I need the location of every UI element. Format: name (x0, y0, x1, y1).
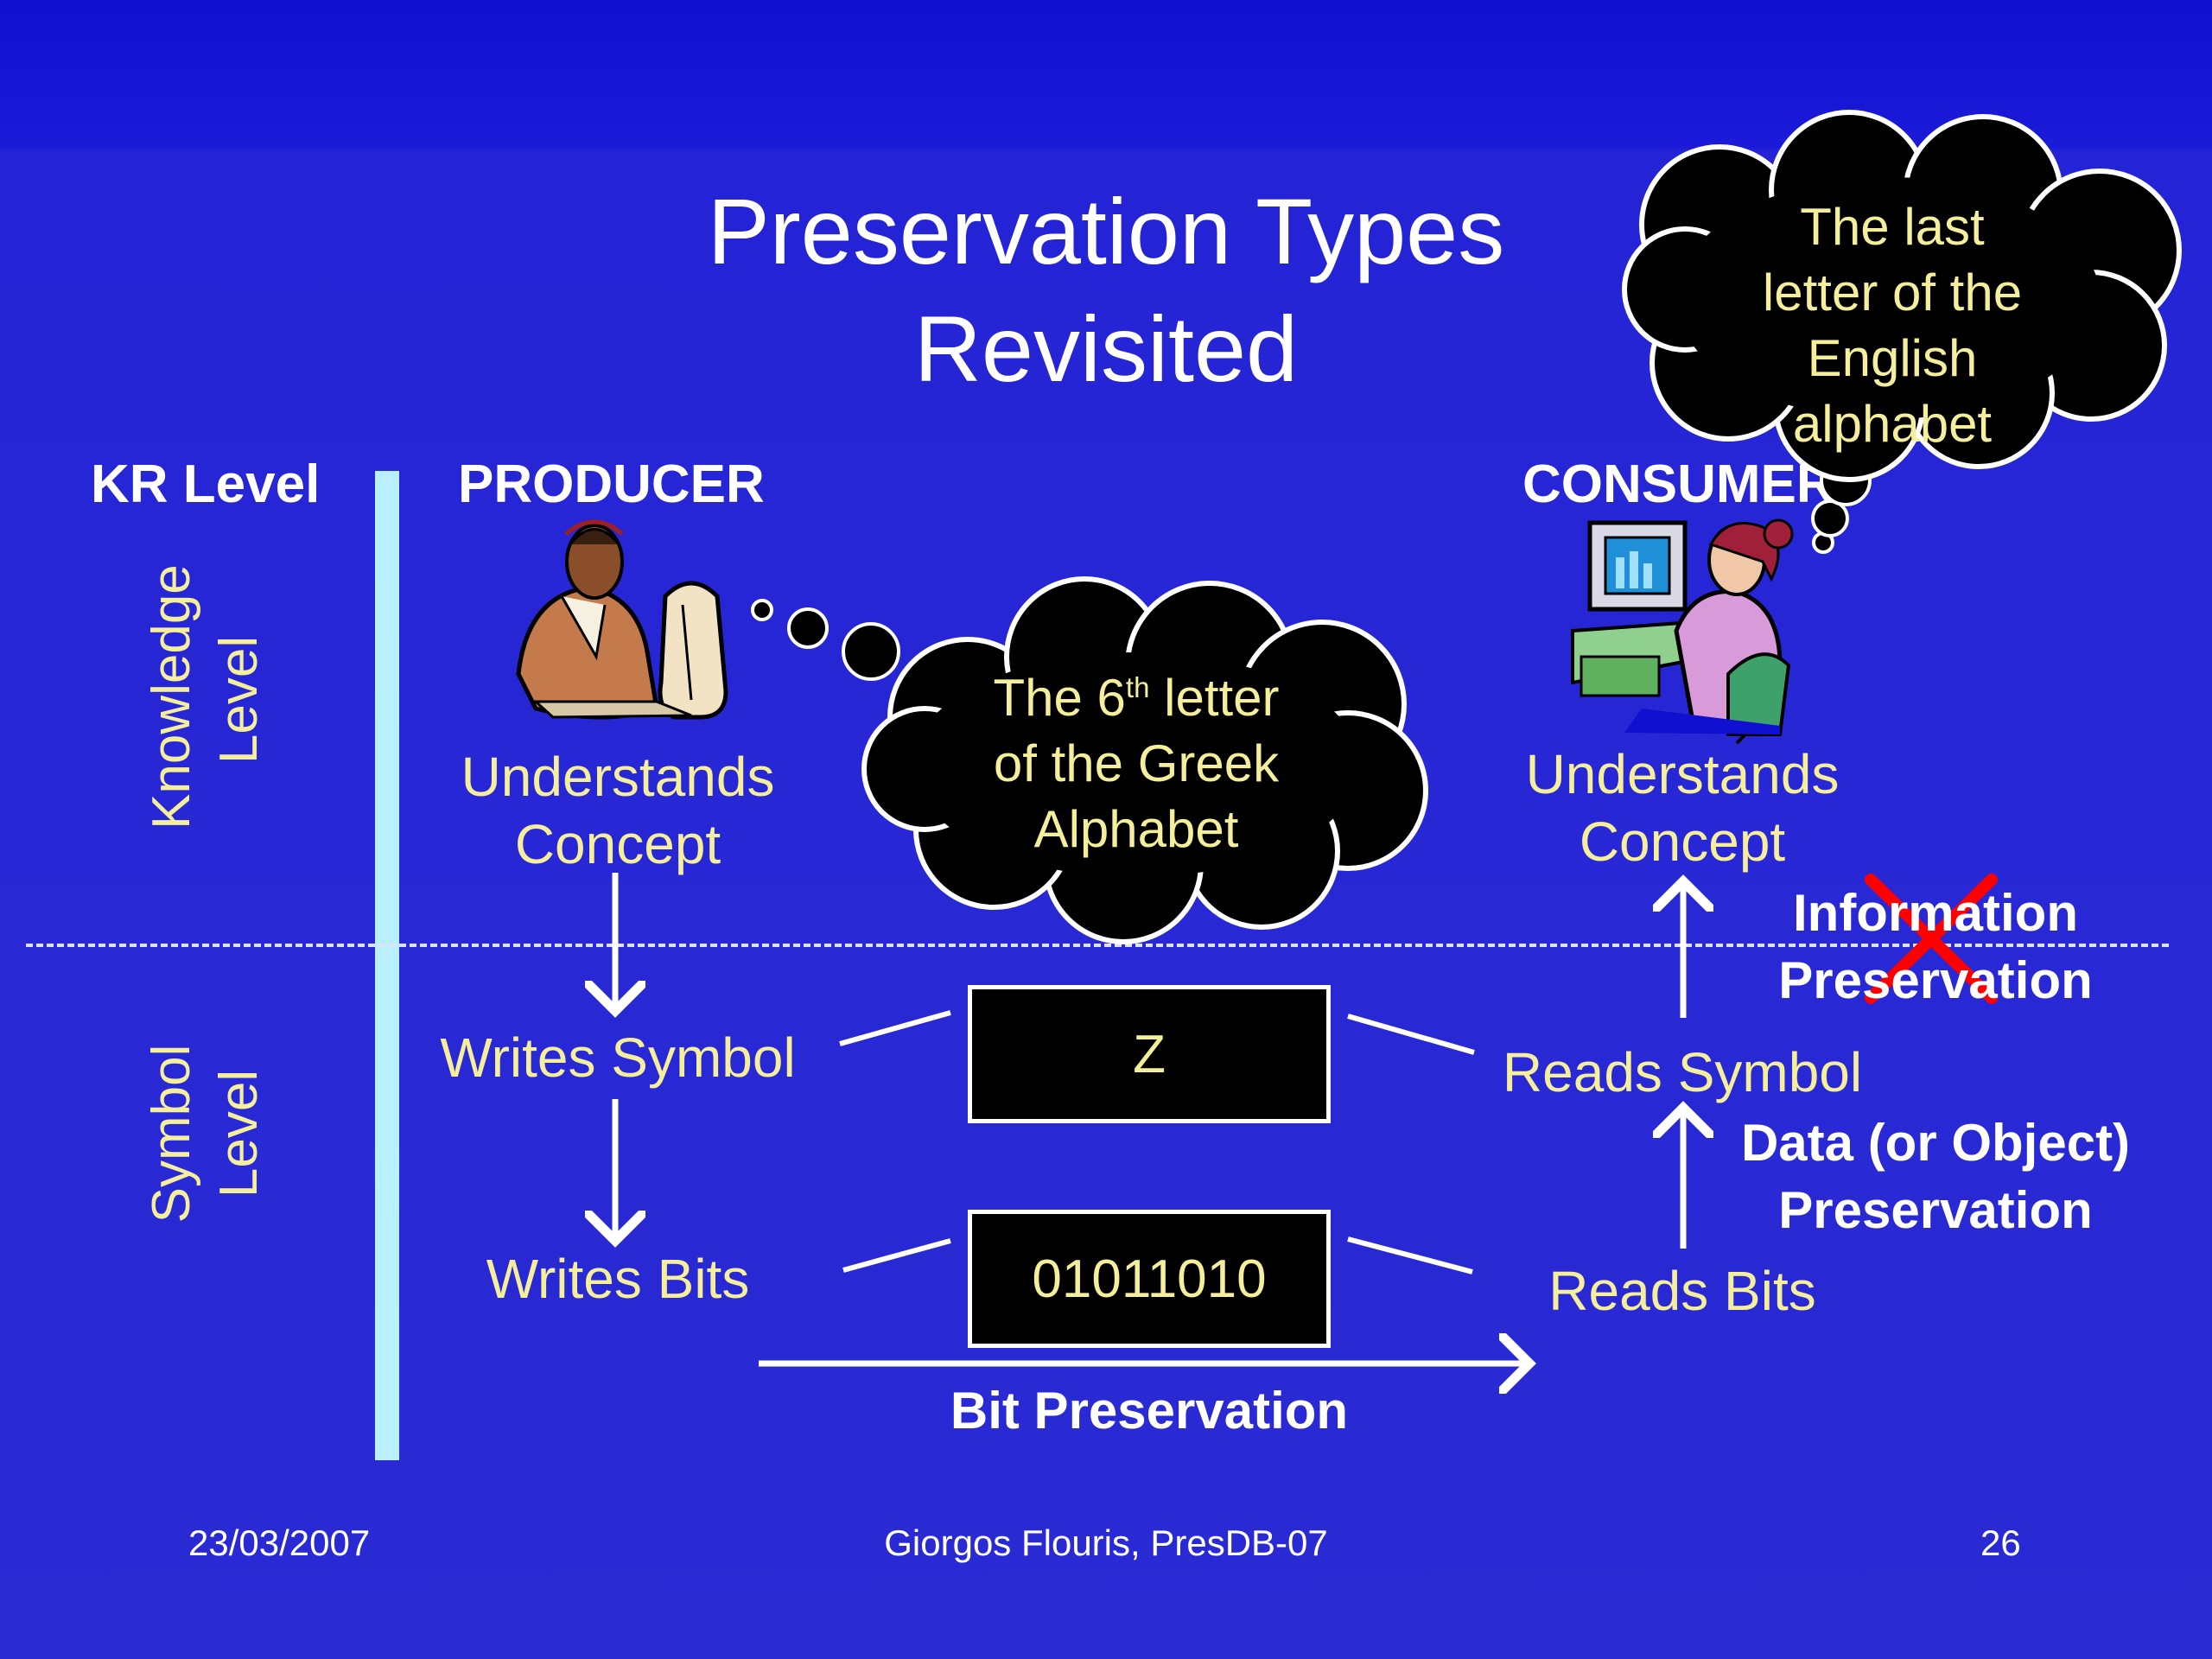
information-preservation-line-2: Preservation (1778, 951, 2093, 1009)
footer-author: Giorgos Flouris, PresDB-07 (884, 1522, 1328, 1563)
consumer-person-icon (1571, 518, 1794, 745)
consumer-understands-line-1: Understands (1525, 743, 1840, 805)
consumer-thought-text: The last letter of the English alphabet (1668, 194, 2117, 457)
producer-person-icon (516, 519, 728, 720)
connector-writes-symbol (839, 1010, 951, 1046)
producer-thought-text: The 6th letter of the Greek Alphabet (912, 665, 1361, 862)
information-preservation-line-1: Information (1793, 884, 2078, 942)
information-preservation-label: Information Preservation (1728, 880, 2143, 1014)
producer-thought-line-1-post: letter (1149, 669, 1280, 727)
footer-date: 23/03/2007 (188, 1522, 371, 1563)
producer-understands-concept: Understands Concept (415, 743, 821, 878)
bit-preservation-label: Bit Preservation (950, 1382, 1349, 1440)
consumer-thought-line-2: letter of the (1762, 264, 2023, 321)
data-preservation-label: Data (or Object) Preservation (1711, 1109, 2160, 1244)
level-divider (26, 944, 2169, 947)
data-preservation-line-2: Preservation (1778, 1181, 2093, 1239)
slide-title: Preservation Types Revisited (0, 173, 2212, 408)
cross-icon (1865, 874, 1998, 1004)
producer-understands-line-2: Concept (514, 813, 721, 875)
consumer-thought-line-3: English (1807, 329, 1978, 387)
consumer-reads-symbol: Reads Symbol (1502, 1041, 1863, 1103)
producer-thought-line-1-sup: th (1125, 671, 1150, 703)
symbol-box: Z (968, 985, 1331, 1123)
connector-reads-symbol (1347, 1014, 1475, 1055)
producer-thought-line-1: The 6th letter (912, 665, 1361, 731)
consumer-thought-cloud (1622, 110, 2182, 482)
producer-thought-line-3: Alphabet (1033, 800, 1239, 858)
title-line-2: Revisited (913, 296, 1299, 401)
consumer-header: CONSUMER (1522, 454, 1835, 514)
kr-level-header: KR Level (91, 454, 321, 514)
producer-thought-dots (751, 599, 900, 681)
consumer-thought-line-4: alphabet (1792, 395, 1993, 453)
title-line-1: Preservation Types (707, 179, 1505, 283)
kr-level-bar (375, 471, 399, 1460)
producer-writes-bits: Writes Bits (486, 1248, 750, 1310)
connector-reads-bits (1347, 1236, 1473, 1274)
consumer-understands-line-2: Concept (1579, 810, 1786, 873)
consumer-thought-line-1: The last (1800, 198, 1985, 256)
producer-thought-line-1-pre: The 6 (993, 669, 1126, 727)
consumer-reads-bits: Reads Bits (1548, 1260, 1816, 1322)
producer-thought-line-2: of the Greek (993, 734, 1280, 792)
producer-header: PRODUCER (458, 454, 765, 514)
producer-writes-symbol: Writes Symbol (440, 1027, 796, 1089)
producer-thought-cloud (861, 576, 1428, 944)
connector-writes-bits (842, 1238, 951, 1273)
consumer-understands-concept: Understands Concept (1479, 741, 1885, 875)
data-preservation-line-1: Data (or Object) (1740, 1114, 2131, 1172)
producer-understands-line-1: Understands (461, 746, 775, 808)
footer-page-number: 26 (1980, 1522, 2021, 1563)
bits-box: 01011010 (968, 1210, 1331, 1348)
